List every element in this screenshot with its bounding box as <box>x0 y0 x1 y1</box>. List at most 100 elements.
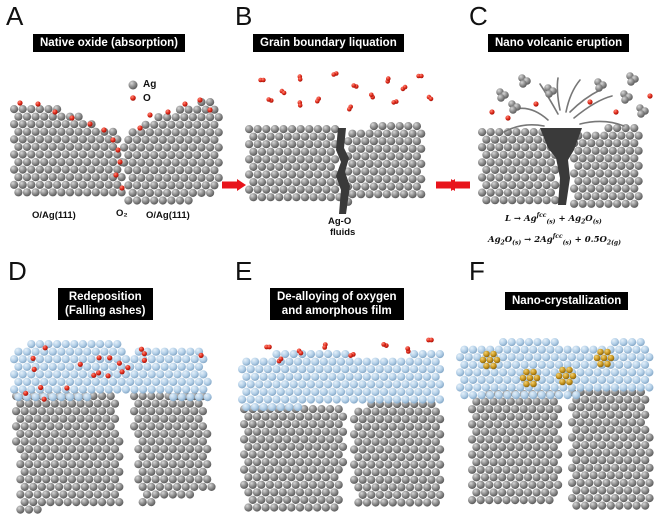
ag-atom <box>498 473 507 482</box>
ag-atom <box>502 405 511 414</box>
ag-atom <box>76 445 85 454</box>
ag-atom <box>476 450 485 459</box>
ag-atom <box>397 498 406 507</box>
amorphous-atom <box>61 340 70 349</box>
ag-atom <box>529 128 538 137</box>
ag-atom <box>613 184 622 193</box>
ag-atom <box>587 169 596 178</box>
ag-atom <box>602 418 611 427</box>
amorphous-atom <box>358 365 367 374</box>
ag-atom <box>61 180 70 189</box>
ag-atom <box>580 425 590 434</box>
ag-atom <box>615 441 624 450</box>
amorphous-atom <box>242 387 251 396</box>
ag-atom <box>503 143 512 152</box>
ag-atom <box>326 193 335 202</box>
ag-atom <box>395 137 404 146</box>
oxygen-atom <box>198 352 204 358</box>
ag-atom <box>309 178 318 187</box>
ag-atom <box>585 403 594 412</box>
oxygen-atom <box>23 390 29 396</box>
amorphous-atom <box>285 387 294 396</box>
amorphous-atom <box>182 385 191 394</box>
amorphous-atom <box>151 377 161 386</box>
amorphous-atom <box>276 387 285 396</box>
ag-atom <box>418 415 427 424</box>
ag-atom <box>503 128 512 137</box>
ag-atom <box>98 437 107 446</box>
amorphous-atom <box>272 350 281 359</box>
amorphous-atom <box>242 372 251 381</box>
ag-atom <box>489 488 498 497</box>
ag-atom <box>300 178 310 187</box>
o2-molecule <box>347 106 352 112</box>
ag-atom <box>59 460 68 469</box>
ag-atom <box>512 173 521 182</box>
ag-atom <box>541 412 550 421</box>
ag-atom <box>206 128 215 137</box>
ag-atom <box>404 152 413 161</box>
ag-atom <box>283 450 292 459</box>
amorphous-atom <box>285 403 294 412</box>
ag-atom <box>499 165 508 174</box>
ag-atom <box>278 458 287 467</box>
ag-atom <box>87 180 96 189</box>
ag-atom <box>168 414 177 423</box>
amorphous-atom <box>371 387 380 396</box>
ag-atom <box>249 162 258 171</box>
ag-atom <box>158 166 167 175</box>
ag-atom <box>83 188 92 197</box>
ag-atom <box>117 173 126 182</box>
ag-atom <box>173 407 182 416</box>
ag-atom <box>427 490 436 499</box>
ag-atom <box>554 450 563 459</box>
ag-atom <box>193 151 202 160</box>
ag-atom <box>57 188 66 197</box>
ag-atom <box>628 403 637 412</box>
ag-atom <box>102 399 111 408</box>
amorphous-atom <box>315 395 324 404</box>
ag-atom <box>203 475 212 484</box>
ag-atom <box>634 161 643 170</box>
amorphous-atom <box>113 340 122 349</box>
ag-atom <box>549 488 558 497</box>
ag-atom <box>46 407 55 416</box>
ag-atom <box>158 181 167 190</box>
ag-atom <box>334 435 343 444</box>
amorphous-atom <box>632 375 641 384</box>
ag-atom <box>74 142 83 151</box>
amorphous-atom <box>554 391 564 400</box>
ag-atom <box>37 437 47 446</box>
ag-atom <box>37 422 47 431</box>
ag-atom <box>155 467 164 476</box>
nanocrystal-atom <box>490 350 497 358</box>
amorphous-atom <box>431 387 440 396</box>
ag-atom <box>102 429 111 438</box>
amorphous-atom <box>48 347 57 356</box>
ag-atom <box>519 480 528 489</box>
amorphous-atom <box>27 340 36 349</box>
ag-atom <box>106 437 115 446</box>
ag-atom <box>538 143 547 152</box>
ag-atom <box>102 475 111 484</box>
amorphous-atom <box>554 345 564 354</box>
ag-atom <box>16 399 25 408</box>
ag-atom <box>578 199 587 208</box>
ag-atom <box>295 488 305 497</box>
ag-atom <box>476 420 485 429</box>
ag-atom <box>485 450 494 459</box>
ag-atom <box>291 465 300 474</box>
ag-atom <box>352 137 361 146</box>
ag-atom <box>115 437 124 446</box>
ag-atom <box>292 147 301 156</box>
ag-atom <box>480 443 490 452</box>
ag-atom <box>350 415 359 424</box>
amorphous-atom <box>87 355 96 364</box>
ag-atom <box>142 414 152 423</box>
amorphous-atom <box>91 347 100 356</box>
ag-atom <box>181 467 190 476</box>
nanocrystal-atom <box>559 378 566 386</box>
ag-atom <box>533 181 543 190</box>
ag-atom <box>503 158 512 167</box>
amorphous-atom <box>130 355 139 364</box>
